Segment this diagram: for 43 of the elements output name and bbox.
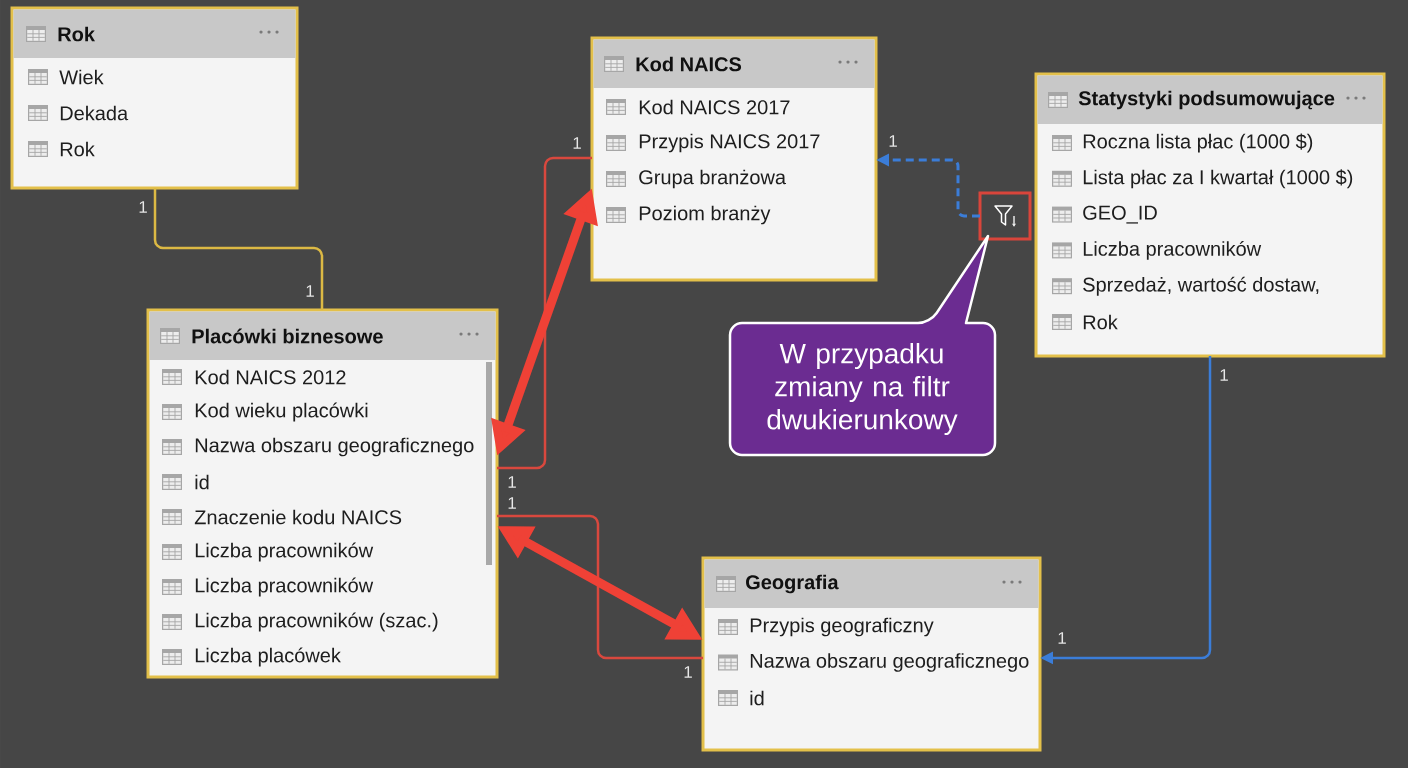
column-name: Kod NAICS 2012 bbox=[195, 369, 346, 385]
relationship-line bbox=[497, 156, 592, 470]
column-name: Kod NAICS 2017 bbox=[639, 99, 790, 115]
column-name: Nazwa obszaru geograficznego bbox=[750, 653, 1029, 672]
cardinality-label: 1 bbox=[573, 137, 581, 149]
column-name: Rok bbox=[60, 141, 95, 157]
column-name: GEO_ID bbox=[1083, 205, 1157, 224]
table-header: Kod NAICS bbox=[593, 39, 875, 88]
table-header: Statystyki podsumowujące bbox=[1037, 75, 1383, 124]
column-name: id bbox=[195, 474, 209, 490]
cardinality-label: 1 bbox=[889, 135, 897, 147]
cardinality-label: 1 bbox=[1058, 632, 1066, 644]
cardinality-label: 1 bbox=[306, 285, 314, 297]
column-name: Rok bbox=[1083, 314, 1118, 330]
column-name: Znaczenie kodu NAICS bbox=[194, 509, 402, 525]
column-name: Grupa branżowa bbox=[639, 169, 787, 189]
column-name: Kod wieku placówki bbox=[195, 402, 368, 422]
column-name: Przypis geograficzny bbox=[750, 617, 934, 637]
cardinality-label: 1 bbox=[508, 476, 516, 488]
table-header: Geografia bbox=[704, 559, 1039, 608]
table-header: Rok bbox=[13, 9, 296, 58]
cardinality-label: 1 bbox=[684, 666, 692, 678]
column-name: Sprzedaż, wartość dostaw, bbox=[1083, 276, 1319, 296]
column-name: Nazwa obszaru geograficznego bbox=[195, 437, 474, 457]
column-name: Liczba placówek bbox=[195, 647, 341, 667]
column-name: Liczba pracowników bbox=[195, 542, 374, 562]
column-name: id bbox=[750, 690, 764, 706]
column-name: Liczba pracowników bbox=[195, 577, 374, 597]
relationship-line bbox=[497, 514, 703, 660]
column-name: Poziom branży bbox=[639, 205, 771, 225]
column-name: Liczba pracowników (szac.) bbox=[195, 612, 438, 632]
cardinality-label: 1 bbox=[508, 497, 516, 509]
cardinality-label: 1 bbox=[1220, 369, 1228, 381]
column-name: Lista płac za I kwartał (1000 $) bbox=[1083, 169, 1353, 189]
column-name: Roczna lista płac (1000 $) bbox=[1083, 133, 1313, 153]
cardinality-label: 1 bbox=[139, 201, 147, 213]
column-name: Liczba pracowników bbox=[1083, 240, 1262, 260]
column-name: Przypis NAICS 2017 bbox=[639, 133, 820, 153]
column-name: Wiek bbox=[59, 69, 104, 85]
relationship-line bbox=[153, 188, 324, 310]
callout-bubble: W przypadku zmiany na filtr dwukierunkowy bbox=[728, 234, 997, 457]
table-header: Placówki biznesowe bbox=[149, 311, 496, 360]
column-name: Dekada bbox=[60, 105, 129, 121]
